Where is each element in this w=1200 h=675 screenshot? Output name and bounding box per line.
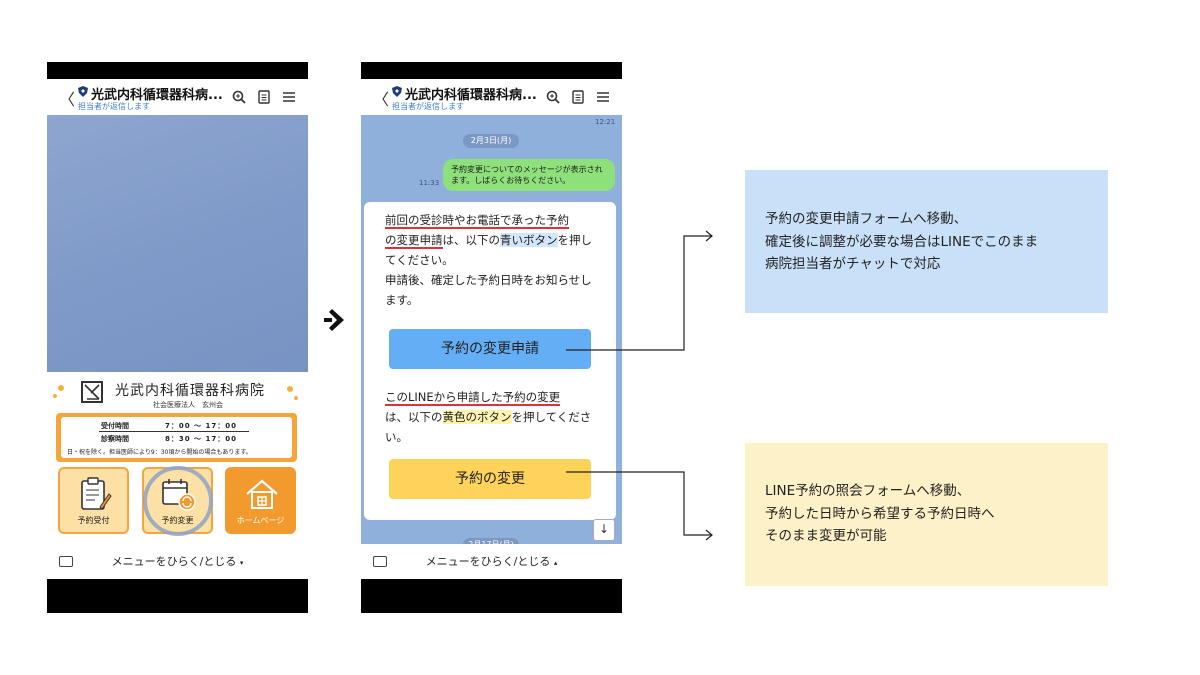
shield-icon bbox=[78, 86, 88, 97]
underlined-text: このLINEから申請した予約 bbox=[385, 390, 526, 406]
back-icon[interactable]: 〈 bbox=[373, 90, 390, 109]
decor-dot bbox=[294, 396, 298, 400]
menu-toggle-label: メニューをひらく/とじる bbox=[111, 555, 237, 568]
phone-chat: 〈 光武内科循環器科病... 担当者が返信します 12:21 2月3日(月) 1… bbox=[361, 62, 622, 613]
chat-header: 〈 光武内科循環器科病... 担当者が返信します bbox=[47, 79, 308, 115]
menu-toggle-arrow: ▴ bbox=[553, 559, 558, 567]
scroll-down-icon[interactable]: ↓ bbox=[593, 519, 615, 541]
keyboard-icon[interactable] bbox=[59, 556, 73, 567]
underlined-text: の変更 bbox=[525, 390, 561, 406]
arrow-right-icon bbox=[324, 309, 344, 331]
menu-toggle-label: メニューをひらく/とじる bbox=[425, 555, 551, 568]
callout-yellow: LINE予約の照会フォームへ移動、 予約した日時から希望する予約日時へ そのまま… bbox=[745, 443, 1108, 586]
menu-toggle-bar[interactable]: メニューをひらく/とじる ▴ bbox=[361, 544, 622, 579]
homepage-tile-label: ホームページ bbox=[236, 516, 285, 525]
chat-header: 〈 光武内科循環器科病... 担当者が返信します bbox=[361, 79, 622, 115]
card-text: を押してください。 bbox=[385, 410, 592, 444]
card-paragraph-2: このLINEから申請した予約の変更は、以下の黄色のボタンを押してください。 bbox=[385, 387, 601, 447]
shield-icon bbox=[392, 86, 402, 97]
clipboard-icon bbox=[81, 477, 112, 510]
notes-icon[interactable] bbox=[570, 89, 586, 105]
card-paragraph-1: 前回の受診時やお電話で承った予約の変更申請は、以下の青いボタンを押してください。… bbox=[385, 210, 601, 310]
reception-value: 7：00 ～ 17：00 bbox=[165, 422, 237, 430]
message-time: 11:33 bbox=[419, 179, 440, 187]
callout-line: そのまま変更が可能 bbox=[765, 528, 887, 544]
change-reservation-tile[interactable]: 予約変更 bbox=[142, 466, 213, 536]
notes-icon[interactable] bbox=[256, 89, 272, 105]
change-reservation-tile-label: 予約変更 bbox=[161, 516, 194, 525]
highlight-circle bbox=[143, 466, 213, 536]
message-time: 12:21 bbox=[595, 118, 616, 126]
callout-blue: 予約の変更申請フォームへ移動、 確定後に調整が必要な場合はLINEでこのまま 病… bbox=[745, 170, 1108, 313]
hospital-corporation: 社会医療法人 玄州会 bbox=[153, 401, 223, 409]
chat-title: 光武内科循環器科病... bbox=[91, 88, 223, 103]
yellow-button-highlight: 黄色のボタン bbox=[442, 410, 512, 424]
calendar-change-icon bbox=[162, 479, 196, 511]
decor-dot bbox=[58, 385, 64, 391]
rich-menu: 光武内科循環器科病院 社会医療法人 玄州会 受付時間 7：00 ～ 17：00 … bbox=[47, 372, 308, 544]
underlined-text: 前回の受診時やお電話で承った予約 bbox=[385, 213, 569, 229]
menu-toggle[interactable]: メニューをひらく/とじる ▾ bbox=[47, 553, 308, 569]
homepage-tile[interactable]: ホームページ bbox=[225, 467, 296, 534]
chat-background bbox=[47, 115, 308, 372]
menu-toggle-arrow: ▾ bbox=[239, 559, 244, 567]
callout-line: 病院担当者がチャットで対応 bbox=[765, 256, 941, 272]
card-text: 申請後、確定した予約日時をお知らせします。 bbox=[385, 273, 592, 307]
menu-icon[interactable] bbox=[281, 89, 297, 105]
callout-line: 予約の変更申請フォームへ移動、 bbox=[765, 211, 968, 227]
phone-screen: 〈 光武内科循環器科病... 担当者が返信します 光武内科循環器科病院 社会医療… bbox=[47, 79, 308, 579]
callout-line: 確定後に調整が必要な場合はLINEでこのまま bbox=[765, 233, 1039, 250]
card-text: は、以下の bbox=[442, 233, 501, 247]
underlined-text: の変更申請 bbox=[385, 233, 443, 249]
back-icon[interactable]: 〈 bbox=[59, 90, 76, 109]
phone-rich-menu: 〈 光武内科循環器科病... 担当者が返信します 光武内科循環器科病院 社会医療… bbox=[47, 62, 308, 613]
keyboard-icon[interactable] bbox=[373, 556, 387, 567]
menu-toggle-bar[interactable]: メニューをひらく/とじる ▾ bbox=[47, 544, 308, 579]
card-text: は、以下の bbox=[385, 410, 443, 424]
menu-icon[interactable] bbox=[595, 89, 611, 105]
blue-button-highlight: 青いボタン bbox=[500, 233, 558, 247]
change-reservation-button[interactable]: 予約の変更 bbox=[389, 459, 591, 499]
reservation-tile-label: 予約受付 bbox=[77, 516, 110, 525]
callout-line: 予約した日時から希望する予約日時へ bbox=[765, 505, 995, 522]
chat-title: 光武内科循環器科病... bbox=[405, 88, 537, 103]
clinic-label: 診察時間 bbox=[101, 435, 129, 443]
hours-panel: 受付時間 7：00 ～ 17：00 診察時間 8：30 ～ 17：00 日・祝を… bbox=[56, 413, 297, 462]
chat-subtitle: 担当者が返信します bbox=[78, 102, 150, 111]
clinic-value: 8：30 ～ 17：00 bbox=[165, 435, 237, 443]
menu-toggle[interactable]: メニューをひらく/とじる ▴ bbox=[361, 553, 622, 569]
change-request-button[interactable]: 予約の変更申請 bbox=[389, 329, 591, 369]
reception-label: 受付時間 bbox=[101, 422, 129, 430]
reservation-tile[interactable]: 予約受付 bbox=[58, 467, 129, 534]
hospital-name: 光武内科循環器科病院 bbox=[115, 383, 265, 399]
card-text: を押してください。 bbox=[385, 233, 592, 267]
phone-screen: 〈 光武内科循環器科病... 担当者が返信します 12:21 2月3日(月) 1… bbox=[361, 79, 622, 579]
decor-dot bbox=[53, 394, 57, 398]
date-chip: 2月3日(月) bbox=[463, 134, 519, 148]
search-icon[interactable] bbox=[545, 89, 561, 105]
callout-line: LINE予約の照会フォームへ移動、 bbox=[765, 483, 971, 499]
search-icon[interactable] bbox=[231, 89, 247, 105]
sent-message-bubble: 予約変更についてのメッセージが表示されます。しばらくお待ちください。 bbox=[443, 159, 615, 191]
home-icon bbox=[246, 479, 278, 509]
hours-note: 日・祝を除く。担当医師により9：30頃から開始の場合もあります。 bbox=[67, 449, 252, 456]
decor-dot bbox=[287, 386, 293, 392]
chat-subtitle: 担当者が返信します bbox=[392, 102, 464, 111]
message-card: 前回の受診時やお電話で承った予約の変更申請は、以下の青いボタンを押してください。… bbox=[364, 202, 616, 520]
hospital-logo bbox=[81, 381, 103, 403]
divider bbox=[99, 431, 249, 432]
